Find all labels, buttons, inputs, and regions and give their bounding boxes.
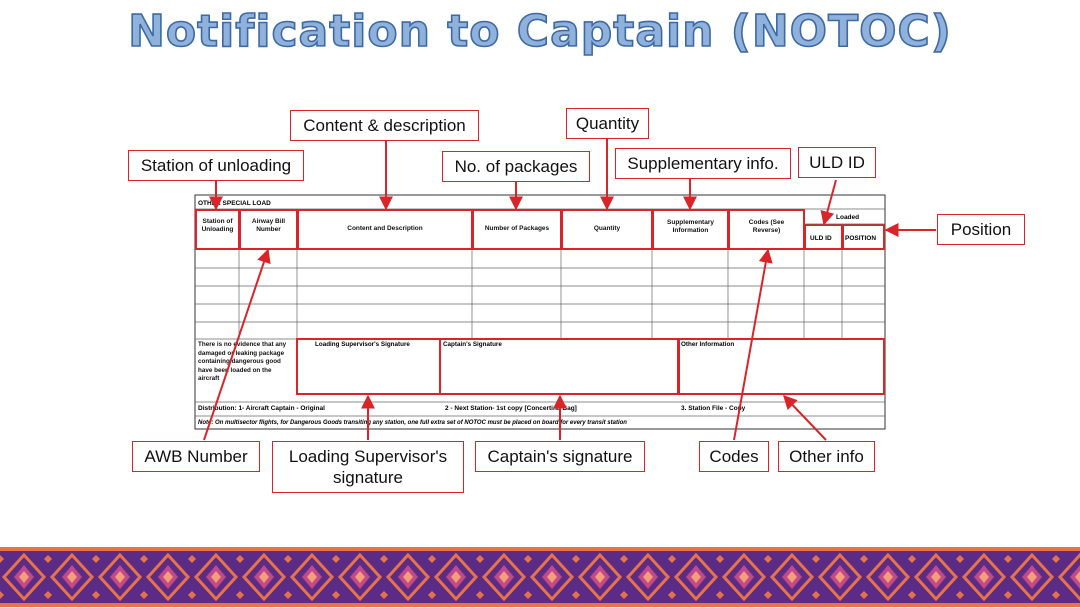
distribution-3: 3. Station File - Copy	[681, 405, 746, 412]
col-quantity-label: Quantity	[593, 225, 621, 232]
callout-uld-id: ULD ID	[798, 147, 876, 178]
callout-awb: AWB Number	[132, 441, 260, 472]
col-content-label: Content and Description	[347, 225, 423, 232]
form-frame	[194, 194, 886, 430]
callout-packages: No. of packages	[442, 151, 590, 182]
col-packages-label: Number of Packages	[484, 225, 550, 232]
callout-position: Position	[937, 214, 1025, 245]
loading-supervisor-signature-label: Loading Supervisor's Signature	[315, 341, 410, 348]
arrow-codes	[733, 248, 773, 441]
distribution-1: Distribution: 1- Aircraft Captain - Orig…	[198, 405, 325, 412]
form-note: Note: On multisector flights, for Danger…	[198, 420, 627, 426]
callout-loading-supervisor: Loading Supervisor's signature	[272, 441, 464, 493]
band-fill	[0, 547, 1080, 607]
callout-supplementary: Supplementary info.	[615, 148, 791, 179]
callout-other-info: Other info	[778, 441, 875, 472]
col-supplementary-label: Supplementary Information	[667, 219, 714, 234]
arrow-uld-id	[820, 179, 837, 226]
col-station-label: Station of Unloading	[201, 218, 234, 233]
highlight-other-info	[678, 338, 885, 395]
arrow-awb	[203, 248, 271, 441]
other-information-label: Other Information	[681, 341, 734, 348]
distribution-2: 2 - Next Station- 1st copy [Concertina B…	[445, 405, 577, 412]
declaration-text: There is no evidence that any damaged or…	[198, 341, 287, 382]
col-uld-id-label: ULD ID	[810, 235, 832, 242]
callout-arrows	[203, 139, 936, 441]
decorative-pattern-band	[0, 547, 1080, 607]
callout-content: Content & description	[290, 110, 479, 141]
callout-quantity: Quantity	[566, 108, 649, 139]
callout-codes: Codes	[699, 441, 769, 472]
form-section-header: OTHER SPECIAL LOAD	[198, 200, 271, 207]
arrow-other-info	[783, 394, 827, 441]
callout-station: Station of unloading	[128, 150, 304, 181]
captain-signature-label: Captain's Signature	[443, 341, 502, 348]
col-position-label: POSITION	[845, 235, 876, 242]
callout-captain: Captain's signature	[475, 441, 645, 472]
form-header-labels: Station of Unloading Airway Bill Number …	[201, 214, 877, 242]
col-loaded-label: Loaded	[836, 214, 859, 221]
col-airway-bill-label: Airway Bill Number	[251, 218, 286, 233]
highlight-position	[842, 224, 885, 250]
col-codes-label: Codes (See Reverse)	[748, 219, 785, 234]
page-title: Notification to Captain (NOTOC)	[127, 5, 952, 58]
